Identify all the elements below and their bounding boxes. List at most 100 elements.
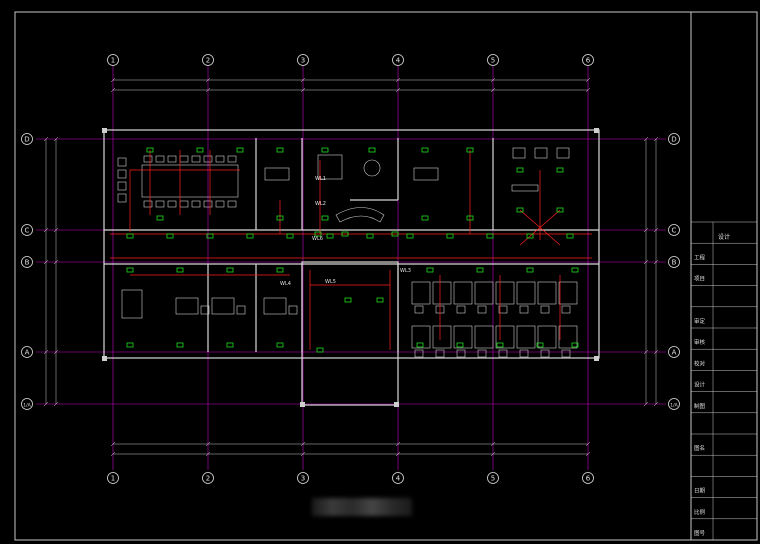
grid-bubble-bottom-3 (297, 472, 309, 484)
grid-bubble-top-2-label: 2 (206, 57, 210, 65)
dimension-tick (643, 136, 649, 142)
grid-bubble-left-C (21, 224, 33, 236)
sofa-seat (117, 193, 127, 203)
chair (191, 200, 201, 208)
grid-bubble-right-D (668, 133, 680, 145)
dimension-tick (585, 77, 591, 83)
grid-bubble-top-5 (487, 54, 499, 66)
light-fixture (166, 233, 174, 239)
dimension-tick (653, 259, 659, 265)
round-table (363, 159, 381, 177)
grid-bubble-right-A-label: A (672, 349, 677, 357)
chair (215, 155, 225, 163)
grid-bubble-left-A (21, 346, 33, 358)
chair (203, 200, 213, 208)
workstation-chair (456, 349, 466, 358)
grid-bubble-bottom-3-label: 3 (301, 475, 305, 483)
dimension-tick (53, 349, 59, 355)
dimension-tick (395, 77, 401, 83)
blurred-caption (312, 498, 412, 516)
grid-bubble-right-B-label: B (672, 259, 677, 267)
workstation (432, 325, 452, 349)
dimension-lines (43, 77, 659, 457)
workstation-chair (519, 349, 529, 358)
titleblock-field-label: 比例 (694, 508, 706, 516)
light-fixture (516, 167, 524, 173)
workstation (411, 325, 431, 349)
light-fixture (276, 147, 284, 153)
dimension-tick (53, 401, 59, 407)
workstation (411, 281, 431, 305)
light-fixture (476, 267, 484, 273)
titleblock-field-label: 校对 (694, 359, 706, 367)
workstation-chair (435, 349, 445, 358)
light-fixture (246, 233, 254, 239)
chair (215, 200, 225, 208)
grid-bubble-bottom-4 (392, 472, 404, 484)
grid-bubble-right-B (668, 256, 680, 268)
dimension-tick (585, 87, 591, 93)
light-fixture (126, 342, 134, 348)
structural-column (102, 356, 107, 361)
chair (179, 200, 189, 208)
grid-bubble-top-3 (297, 54, 309, 66)
dimension-tick (490, 441, 496, 447)
light-fixture (416, 342, 424, 348)
dimension-tick (110, 441, 116, 447)
light-fixture (236, 147, 244, 153)
light-fixture (126, 267, 134, 273)
grid-bubble-left-1/A (21, 398, 33, 410)
grid-bubble-bottom-2 (202, 472, 214, 484)
light-fixture (526, 233, 534, 239)
workstation (432, 281, 452, 305)
workstation-chair (540, 349, 550, 358)
grid-bubble-left-B (21, 256, 33, 268)
titleblock-field-label: 审核 (694, 338, 706, 346)
grid-bubble-bottom-1-label: 1 (111, 475, 115, 483)
workstation-chair (414, 349, 424, 358)
dimension-tick (43, 259, 49, 265)
main-block-outline (103, 129, 600, 359)
grid-bubble-right-C (668, 224, 680, 236)
workstation-chair (414, 305, 424, 314)
light-fixture (556, 207, 564, 213)
titleblock-field-label: 设计 (694, 381, 706, 389)
toilet-fixture (556, 147, 570, 159)
dimension-tick (205, 87, 211, 93)
light-fixture (176, 267, 184, 273)
workstation-chair (498, 305, 508, 314)
light-fixture (341, 231, 349, 237)
sofa-seat (117, 169, 127, 179)
light-fixture (196, 147, 204, 153)
light-fixture (556, 167, 564, 173)
structural-column (594, 356, 599, 361)
chair (155, 155, 165, 163)
structural-column (102, 128, 107, 133)
grid-bubble-left-D-label: D (24, 136, 29, 144)
dimension-tick (110, 451, 116, 457)
dimension-tick (585, 441, 591, 447)
light-fixture (326, 233, 334, 239)
grid-bubble-top-6-label: 6 (586, 57, 591, 65)
workstation (537, 281, 557, 305)
light-fixture (571, 267, 579, 273)
panel-label: WL1 (315, 176, 326, 182)
desk (263, 297, 287, 315)
light-fixture (344, 297, 352, 303)
titleblock-field-label: 图名 (694, 444, 705, 452)
wire-run (129, 169, 240, 232)
panel-label: WL5 (325, 279, 336, 285)
workstation-chair (519, 305, 529, 314)
grid-bubble-top-4-label: 4 (396, 57, 401, 65)
dimension-tick (205, 451, 211, 457)
grid-bubble-top-2 (202, 54, 214, 66)
grid-bubble-bottom-6 (582, 472, 594, 484)
grid-bubble-top-3-label: 3 (301, 57, 305, 65)
dimension-tick (395, 441, 401, 447)
sofa (121, 289, 143, 319)
dimension-tick (395, 451, 401, 457)
dimension-tick (653, 136, 659, 142)
